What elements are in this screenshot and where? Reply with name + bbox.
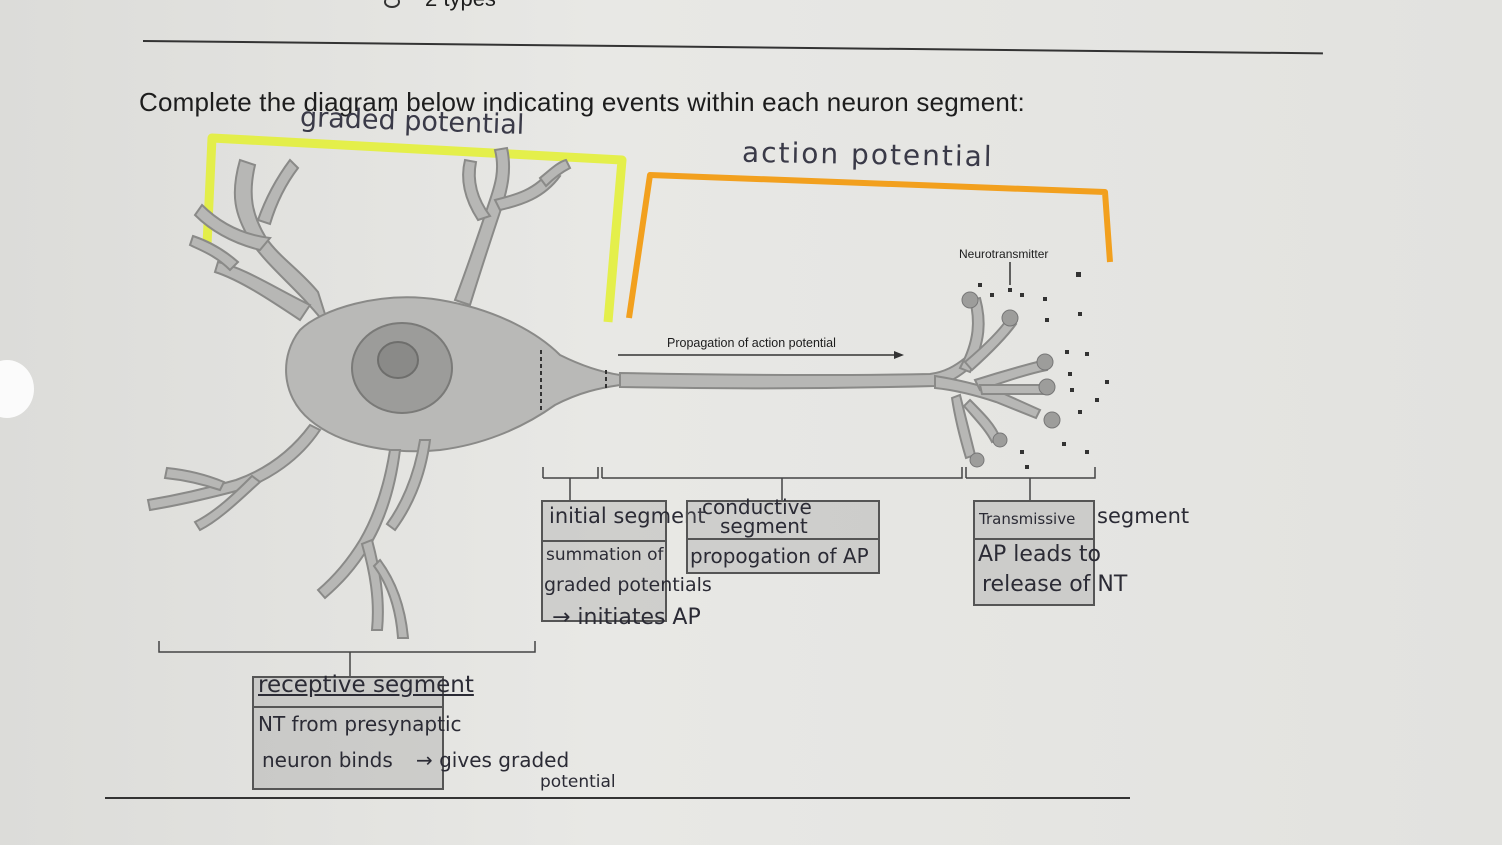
- bottom-rule: [105, 797, 1130, 799]
- initial-segment-title: initial segment: [549, 504, 706, 528]
- receptive-segment-box: [252, 676, 444, 790]
- receptive-line2: neuron binds: [262, 748, 393, 772]
- initial-segment-line3: → initiates AP: [552, 605, 701, 630]
- initial-segment-box: [541, 500, 667, 622]
- action-potential-label: action potential: [741, 135, 994, 174]
- transmissive-segment-box: [973, 500, 1095, 606]
- transmissive-title-extra: segment: [1097, 504, 1190, 528]
- receptive-line1: NT from presynaptic: [258, 712, 462, 736]
- header-fragment: 2 types: [425, 0, 496, 12]
- neurotransmitter-particles: [978, 272, 1109, 469]
- receptive-title: receptive segment: [258, 672, 474, 698]
- neurotransmitter-label: Neurotransmitter: [959, 247, 1049, 261]
- transmissive-line2: release of NT: [982, 572, 1128, 597]
- conductive-title-line1: conductive: [702, 495, 812, 519]
- initial-segment-line1: summation of: [546, 545, 664, 565]
- receptive-line3: → gives graded: [416, 748, 570, 772]
- initial-segment-line2: graded potentials: [544, 574, 712, 596]
- action-bracket: [626, 172, 1113, 319]
- receptive-line4: potential: [540, 772, 616, 792]
- transmissive-line1: AP leads to: [978, 542, 1101, 567]
- arrowhead-icon: [894, 351, 904, 359]
- conductive-title-line2: segment: [720, 514, 808, 538]
- axon-terminals: [961, 291, 1061, 468]
- conductive-body: propogation of AP: [690, 544, 869, 568]
- transmissive-title: Transmissive: [979, 510, 1076, 528]
- instructions-heading: Complete the diagram below indicating ev…: [139, 87, 1025, 117]
- graded-bracket: [202, 133, 627, 323]
- bullet-icon: [384, 0, 400, 8]
- conductive-segment-box: [686, 500, 880, 574]
- neuron-illustration: [146, 146, 1049, 639]
- propagation-label: Propagation of action potential: [667, 336, 836, 350]
- segment-brackets: [158, 467, 1096, 676]
